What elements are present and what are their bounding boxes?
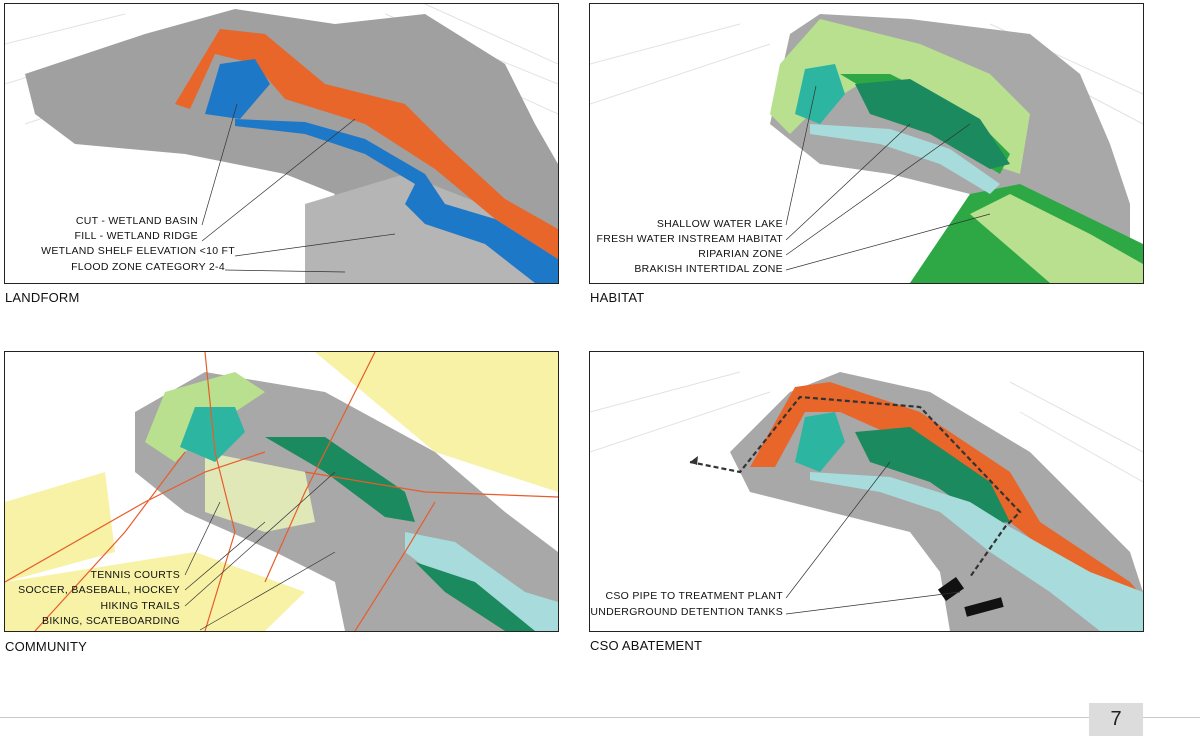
wetland-ridge: [175, 29, 558, 259]
play-fields: [205, 452, 315, 532]
instream-habitat: [855, 79, 1010, 169]
dark-strip: [415, 562, 535, 631]
habitat-label-lake: SHALLOW WATER LAKE: [656, 218, 783, 230]
community-label-biking: BIKING, SCATEBOARDING: [42, 615, 180, 627]
basin: [795, 412, 845, 472]
community-title: COMMUNITY: [5, 639, 87, 654]
cso-title: CSO ABATEMENT: [590, 638, 703, 653]
wetland-strip: [855, 427, 1010, 524]
white-lowland: [5, 174, 265, 283]
landform-map: [5, 4, 558, 283]
habitat-panel: SHALLOW WATER LAKE FRESH WATER INSTREAM …: [589, 3, 1144, 284]
cso-label-pipe: CSO PIPE TO TREATMENT PLANT: [605, 590, 783, 602]
habitat-map: [590, 14, 1143, 283]
wetland-channel: [235, 119, 558, 283]
water-channel: [405, 532, 558, 631]
detention-tank: [964, 597, 1004, 617]
community-label-fields: SOCCER, BASEBALL, HOCKEY: [18, 584, 180, 596]
cso-label-tanks: UNDERGROUND DETENTION TANKS: [590, 606, 783, 618]
landform-label-cut: CUT - WETLAND BASIN: [75, 215, 198, 227]
detention-tank: [937, 576, 965, 602]
community-label-tennis: TENNIS COURTS: [90, 569, 180, 581]
landform-title: LANDFORM: [5, 290, 80, 305]
yellow-zone-left: [5, 472, 115, 582]
page-number: 7: [1089, 703, 1143, 736]
yellow-zone-bottom: [5, 552, 305, 631]
fill-ridge: [750, 382, 1143, 612]
yellow-zone-top: [315, 352, 558, 492]
cso-map: [590, 371, 1143, 631]
habitat-label-intertidal: BRAKISH INTERTIDAL ZONE: [634, 263, 783, 275]
shallow-lake: [795, 64, 845, 124]
cso-panel: CSO PIPE TO TREATMENT PLANT UNDERGROUND …: [589, 351, 1144, 632]
intertidal-light: [970, 194, 1143, 283]
community-map: [5, 352, 558, 631]
flood-zone: [305, 174, 558, 283]
habitat-label-riparian: RIPARIAN ZONE: [698, 248, 783, 260]
habitat-label-instream: FRESH WATER INSTREAM HABITAT: [596, 233, 783, 245]
community-label-hiking: HIKING TRAILS: [100, 600, 180, 612]
landform-label-fill: FILL - WETLAND RIDGE: [74, 230, 198, 242]
footer-divider: [0, 717, 1200, 718]
community-panel: TENNIS COURTS SOCCER, BASEBALL, HOCKEY H…: [4, 351, 559, 632]
cso-pipe: [689, 395, 1022, 578]
trail-corridor: [265, 437, 415, 522]
creek: [810, 124, 1000, 194]
landform-panel: CUT - WETLAND BASIN FILL - WETLAND RIDGE…: [4, 3, 559, 284]
wetland-basin: [205, 59, 270, 119]
creek: [810, 472, 1143, 631]
landform-label-shelf: WETLAND SHELF ELEVATION <10 FT: [41, 245, 235, 257]
pipe-arrow: [690, 456, 698, 465]
teal-pond: [180, 407, 245, 462]
habitat-title: HABITAT: [590, 290, 645, 305]
landform-label-flood: FLOOD ZONE CATEGORY 2-4: [71, 261, 225, 273]
